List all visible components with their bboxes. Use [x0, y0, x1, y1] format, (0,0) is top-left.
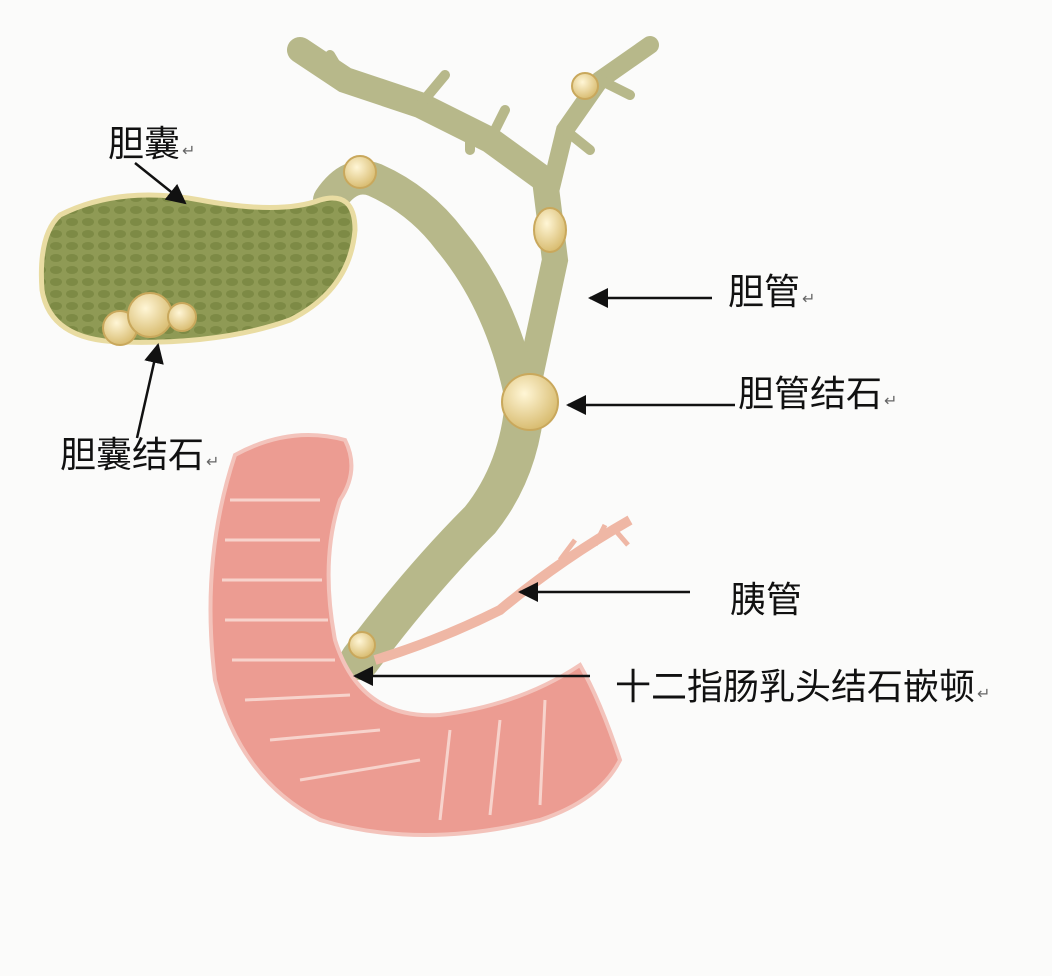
gallbladder [38, 192, 358, 345]
return-mark-icon: ↵ [884, 391, 898, 410]
duodenum-folds [222, 498, 547, 821]
label-gallbladder-stone: 胆囊结石↵ [60, 435, 220, 476]
return-mark-icon: ↵ [802, 289, 816, 308]
pancreatic-duct [373, 515, 633, 665]
label-gallbladder: 胆囊↵ [108, 124, 196, 165]
pointer-arrows [134, 162, 735, 686]
label-bile-duct: 胆管↵ [728, 272, 816, 313]
label-bile-duct-stone: 胆管结石↵ [738, 374, 898, 415]
return-mark-icon: ↵ [182, 141, 196, 160]
return-mark-icon: ↵ [206, 452, 220, 471]
return-mark-icon: ↵ [977, 684, 991, 703]
common-bile-duct [313, 160, 545, 680]
label-pancreatic-duct: 胰管 [730, 580, 803, 621]
duodenum [208, 433, 623, 837]
label-papilla-stone: 十二指肠乳头结石嵌顿↵ [615, 667, 991, 708]
stones [102, 72, 599, 659]
hepatic-ducts [287, 36, 659, 413]
